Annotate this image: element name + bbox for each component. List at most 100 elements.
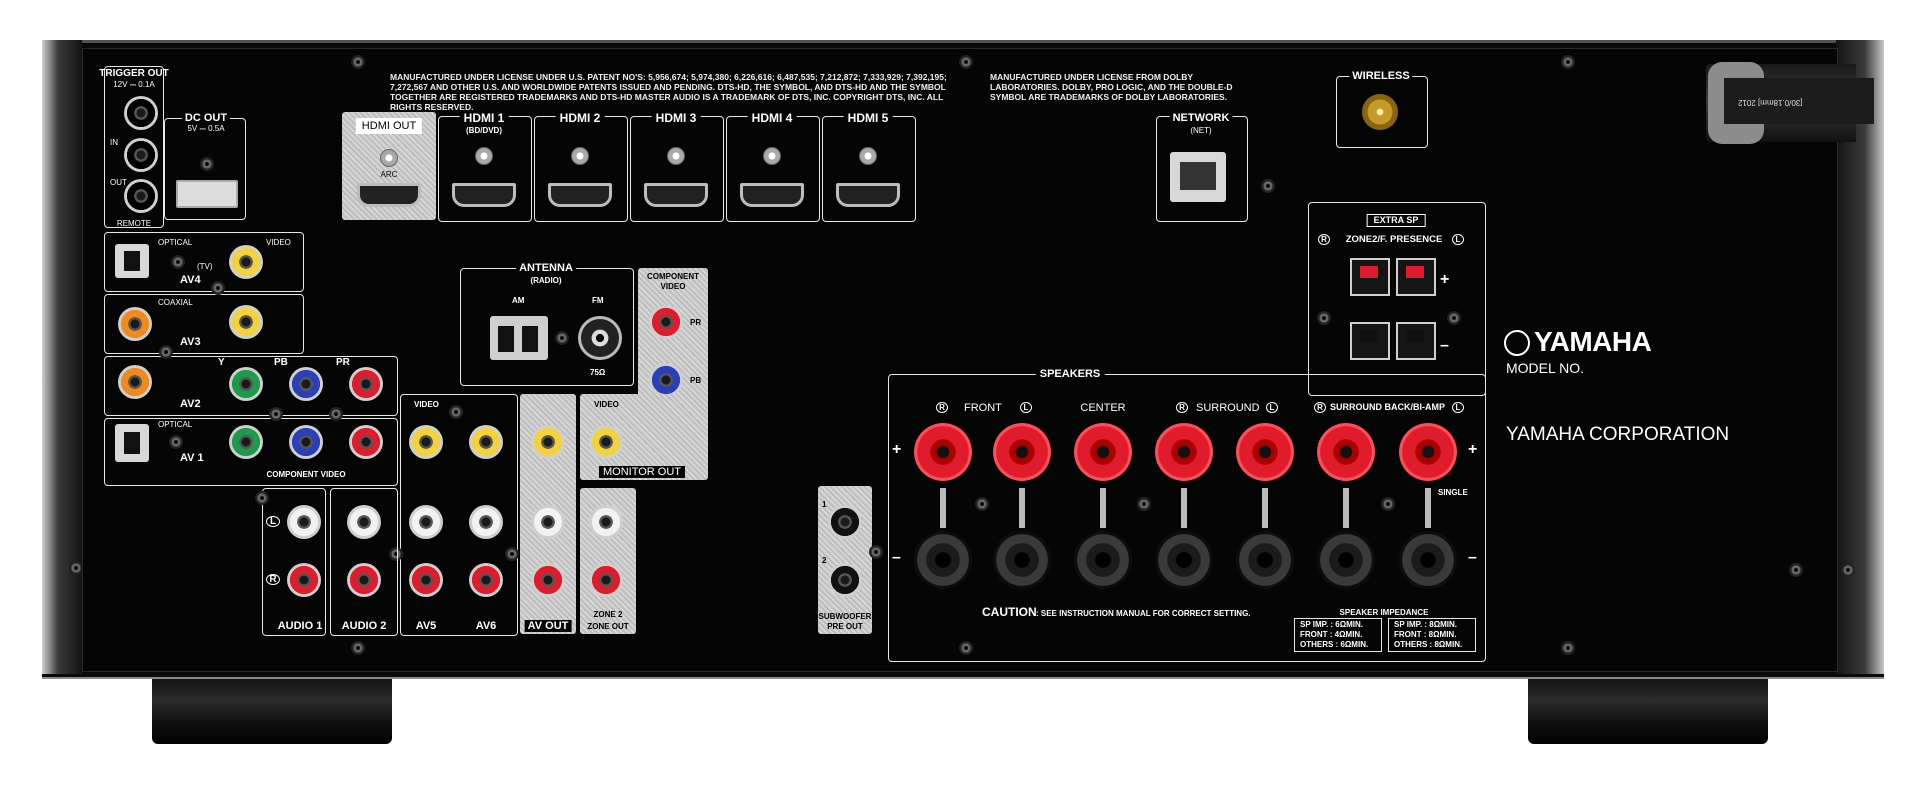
component-out-pr-jack[interactable]	[649, 305, 683, 339]
hdmi-out-screw	[380, 149, 398, 167]
ethernet-port[interactable]	[1170, 152, 1226, 202]
av1-optical-port[interactable]	[115, 424, 149, 462]
av5-audio-r-jack[interactable]	[409, 563, 443, 597]
audio1-label: AUDIO 1	[277, 620, 323, 632]
wireless-antenna-connector[interactable]	[1362, 94, 1398, 130]
audio2-label: AUDIO 2	[341, 620, 387, 632]
av2-pb-jack[interactable]	[289, 367, 323, 401]
av1-component-label: COMPONENT VIDEO	[266, 470, 346, 479]
audio-l-label: L	[266, 516, 280, 527]
impedance-left-box	[1294, 618, 1382, 652]
extra-sp-l-minus-clip[interactable]	[1396, 322, 1436, 360]
av6-label: AV6	[475, 620, 497, 632]
av6-video-jack[interactable]	[469, 425, 503, 459]
speaker-center-plus-terminal[interactable]	[1074, 423, 1132, 481]
monitor-out-video-jack[interactable]	[589, 425, 623, 459]
hdmi-in-2-label: HDMI 2	[555, 112, 605, 124]
av3-video-jack[interactable]	[229, 305, 263, 339]
av1-optical-label: OPTICAL	[158, 420, 193, 429]
av4-optical-port[interactable]	[115, 244, 149, 278]
speaker-center-minus-terminal[interactable]	[1074, 531, 1132, 589]
component-out-pb-jack[interactable]	[649, 363, 683, 397]
speaker-front-l-minus-terminal[interactable]	[993, 531, 1051, 589]
audio1-r-jack[interactable]	[287, 563, 321, 597]
hdmi-out-port[interactable]	[357, 183, 421, 207]
speaker-surround-r-minus-terminal[interactable]	[1155, 531, 1213, 589]
av2-y-label: Y	[218, 357, 225, 368]
audio1-l-jack[interactable]	[287, 505, 321, 539]
remote-in-jack[interactable]	[124, 138, 158, 172]
hdmi-in-1-port[interactable]	[452, 183, 516, 207]
av1-y-jack[interactable]	[229, 425, 263, 459]
av6-audio-r-jack[interactable]	[469, 563, 503, 597]
zone2-out-label: ZONE OUT	[587, 622, 629, 631]
subwoofer-1-jack[interactable]	[828, 505, 862, 539]
speaker-front-r-minus-terminal[interactable]	[914, 531, 972, 589]
hdmi-in-4-port[interactable]	[740, 183, 804, 207]
av5-label: AV5	[415, 620, 437, 632]
speaker-surround-l-plus-terminal[interactable]	[1236, 423, 1294, 481]
surround-r: R	[1176, 402, 1188, 413]
speakers-box	[888, 374, 1486, 662]
av-out-video-jack[interactable]	[531, 425, 565, 459]
usb-port[interactable]	[176, 180, 238, 208]
av1-pr-jack[interactable]	[349, 425, 383, 459]
av5-audio-l-jack[interactable]	[409, 505, 443, 539]
remote-out-jack[interactable]	[124, 179, 158, 213]
speaker-front-r-plus-terminal[interactable]	[914, 423, 972, 481]
speakers-plus-left: +	[892, 441, 902, 458]
front-l: L	[1020, 402, 1032, 413]
panel-screw-7	[351, 641, 365, 655]
network-label: NETWORK	[1169, 112, 1233, 124]
av2-y-jack[interactable]	[229, 367, 263, 401]
panel-screw-1	[351, 55, 365, 69]
av5-video-jack[interactable]	[409, 425, 443, 459]
speaker-screw-2	[1137, 497, 1151, 511]
speaker-front-l-bridge	[1019, 488, 1025, 528]
speaker-surround-l-minus-terminal[interactable]	[1236, 531, 1294, 589]
am-terminal[interactable]	[490, 316, 548, 360]
subwoofer-2-jack[interactable]	[828, 563, 862, 597]
av2-label: AV2	[180, 398, 201, 410]
av2-pr-label: PR	[336, 357, 350, 368]
speaker-surround-back-l-minus-terminal[interactable]	[1399, 531, 1457, 589]
av2-pr-jack[interactable]	[349, 367, 383, 401]
zone2-audio-l-jack[interactable]	[589, 505, 623, 539]
speaker-surround-back-r-minus-terminal[interactable]	[1317, 531, 1375, 589]
audio2-r-jack[interactable]	[347, 563, 381, 597]
speaker-surround-back-r-plus-terminal[interactable]	[1317, 423, 1375, 481]
speaker-front-l-plus-terminal[interactable]	[993, 423, 1051, 481]
trigger-out-jack[interactable]	[124, 96, 158, 130]
hdmi-in-2-port[interactable]	[548, 183, 612, 207]
audio-screw	[255, 491, 269, 505]
hdmi-in-5-port[interactable]	[836, 183, 900, 207]
surround-back-l: L	[1452, 402, 1464, 413]
hdmi-in-4-screw	[763, 147, 781, 165]
foot-left	[152, 672, 392, 744]
hdmi-in-3-label: HDMI 3	[651, 112, 701, 124]
av56-screw	[449, 405, 463, 419]
hdmi-in-1-label: HDMI 1	[459, 112, 509, 124]
av2-coaxial-jack[interactable]	[118, 365, 152, 399]
antenna-sub: (RADIO)	[530, 276, 562, 285]
speaker-surround-l-bridge	[1262, 488, 1268, 528]
speaker-surround-back-l-plus-terminal[interactable]	[1399, 423, 1457, 481]
av3-coaxial-jack[interactable]	[118, 307, 152, 341]
av6-audio-l-jack[interactable]	[469, 505, 503, 539]
zone2-audio-r-jack[interactable]	[589, 563, 623, 597]
av1-pb-jack[interactable]	[289, 425, 323, 459]
av-out-audio-r-jack[interactable]	[531, 563, 565, 597]
av4-video-jack[interactable]	[229, 245, 263, 279]
hdmi-in-3-port[interactable]	[644, 183, 708, 207]
audio2-l-jack[interactable]	[347, 505, 381, 539]
remote-out-label: OUT	[110, 178, 127, 187]
speaker-surround-r-plus-terminal[interactable]	[1155, 423, 1213, 481]
surround-label: SURROUND	[1196, 402, 1260, 414]
extra-sp-r-plus-clip[interactable]	[1350, 258, 1390, 296]
yamaha-emblem-icon	[1504, 330, 1530, 356]
extra-sp-r-minus-clip[interactable]	[1350, 322, 1390, 360]
av-out-audio-l-jack[interactable]	[531, 505, 565, 539]
av4-tv-label: (TV)	[197, 262, 213, 271]
fm-connector[interactable]	[578, 316, 622, 360]
extra-sp-l-plus-clip[interactable]	[1396, 258, 1436, 296]
